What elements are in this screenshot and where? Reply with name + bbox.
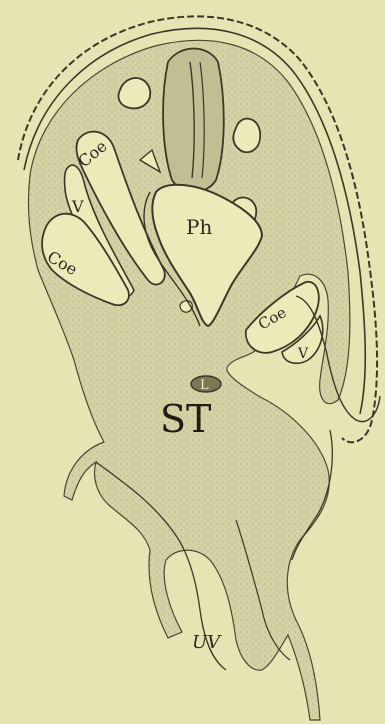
label-uv: UV <box>192 632 222 653</box>
dorsal-cavity-right <box>233 119 260 153</box>
label-v-upper: V <box>71 197 84 216</box>
label-lumen: L <box>200 378 209 393</box>
label-st: ST <box>160 397 211 441</box>
label-v-right: V <box>297 346 309 362</box>
label-ph: Ph <box>186 215 212 239</box>
